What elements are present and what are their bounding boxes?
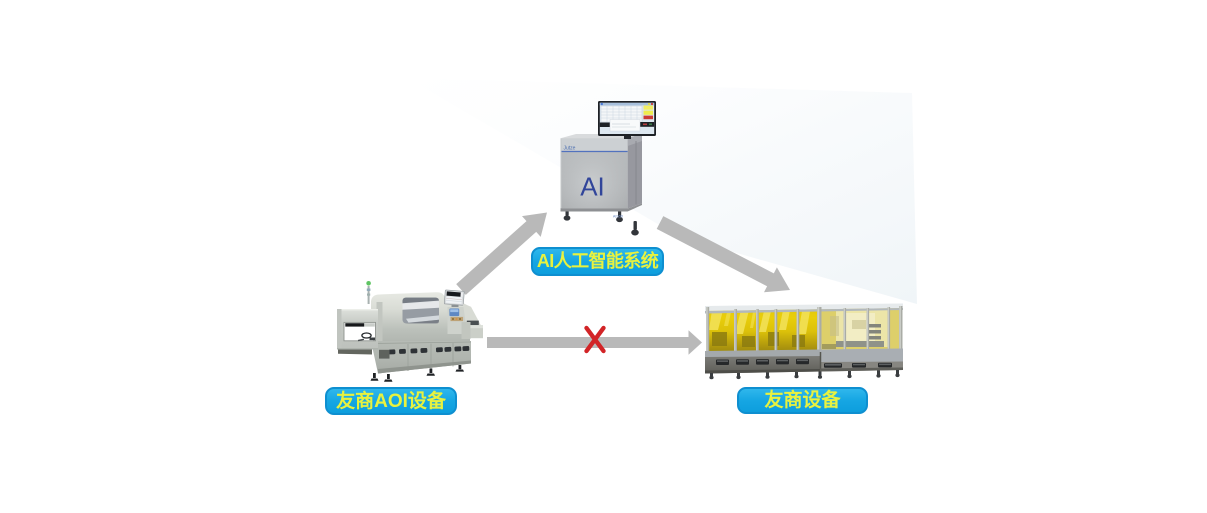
- svg-text:AIS50: AIS50: [613, 215, 623, 219]
- svg-text:AI: AI: [580, 172, 605, 202]
- svg-text:Jutze: Jutze: [564, 146, 576, 152]
